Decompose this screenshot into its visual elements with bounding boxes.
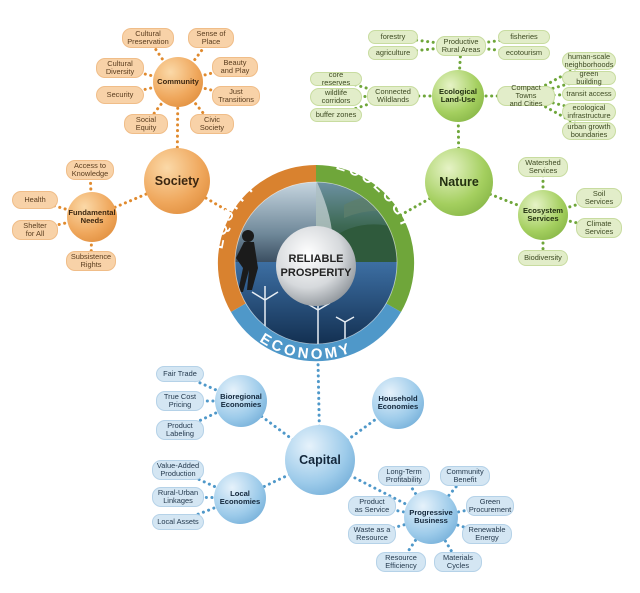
- pill-human-scale-neighborhoods: human-scale neighborhoods: [562, 52, 616, 70]
- community-hub: Community: [153, 57, 203, 107]
- pill-urban-growth-boundaries: urban growth boundaries: [562, 122, 616, 140]
- pill-ecotourism: ecotourism: [498, 46, 550, 60]
- pill-long-term-profitability: Long-Term Profitability: [378, 466, 430, 486]
- pill-climate-services: Climate Services: [576, 218, 622, 238]
- pill-core-reserves: core reserves: [310, 71, 362, 87]
- connector-pill-connected-wildlands-to-pill-wildlife-corridors: [334, 94, 395, 99]
- pill-cultural-diversity: Cultural Diversity: [96, 58, 144, 78]
- local-economies-hub: Local Economies: [214, 472, 266, 524]
- pill-local-assets: Local Assets: [152, 514, 204, 530]
- connector-capital-hub-to-progressive-business-hub: [318, 458, 433, 519]
- pill-ecological-infrastructure: ecological infrastructure: [562, 103, 616, 121]
- pill-just-transitions: Just Transitions: [212, 86, 260, 106]
- pill-waste-as-a-resource: Waste as a Resource: [348, 524, 396, 544]
- pill-green-procurement: Green Procurement: [466, 496, 514, 516]
- bioregional-economies-hub: Bioregional Economies: [215, 375, 267, 427]
- center-sphere: [276, 226, 356, 306]
- capital-hub: Capital: [285, 425, 355, 495]
- pill-resource-efficiency: Resource Efficiency: [376, 552, 426, 572]
- pill-sense-of-place: Sense of Place: [188, 28, 234, 48]
- pill-compact-towns-and-cities: Compact Towns and Cities: [497, 84, 555, 108]
- pill-security: Security: [96, 86, 144, 104]
- pill-soil-services: Soil Services: [576, 188, 622, 208]
- pill-agriculture: agriculture: [368, 46, 418, 60]
- pill-green-building: green building: [562, 70, 616, 86]
- pill-beauty-and-play: Beauty and Play: [212, 57, 258, 77]
- connector-ecosystem-services-hub-to-pill-climate-services: [541, 213, 601, 230]
- pill-access-to-knowledge: Access to Knowledge: [66, 160, 114, 180]
- progressive-business-hub: Progressive Business: [404, 490, 458, 544]
- pill-social-equity: Social Equity: [124, 114, 168, 134]
- fundamental-needs-hub: Fundamental Needs: [67, 192, 117, 242]
- pill-rural-urban-linkages: Rural-Urban Linkages: [152, 487, 204, 507]
- pill-transit-access: transit access: [562, 87, 616, 101]
- pill-buffer-zones: buffer zones: [310, 108, 362, 122]
- pill-civic-society: Civic Society: [190, 114, 234, 134]
- pill-materials-cycles: Materials Cycles: [434, 552, 482, 572]
- ecosystem-services-hub: Ecosystem Services: [518, 190, 568, 240]
- pill-connected-wildlands: Connected Wildlands: [367, 86, 419, 106]
- center-title-line1: RELIABLE: [289, 253, 344, 265]
- connector-nature-hub-to-ecosystem-services-hub: [457, 180, 545, 217]
- center-title-line2: PROSPERITY: [281, 267, 353, 279]
- pill-health: Health: [12, 191, 58, 209]
- society-hub: Society: [144, 148, 210, 214]
- pill-shelter-for-all: Shelter for All: [12, 220, 58, 240]
- nature-hub: Nature: [425, 148, 493, 216]
- household-economies-hub: Household Economies: [372, 377, 424, 429]
- pill-product-as-service: Product as Service: [348, 496, 396, 516]
- ecological-land-use-hub: Ecological Land-Use: [432, 70, 484, 122]
- pill-subsistence-rights: Subsistence Rights: [66, 251, 116, 271]
- pill-wildlife-corridors: wildlife corridors: [310, 88, 362, 106]
- pill-fair-trade: Fair Trade: [156, 366, 204, 382]
- pill-watershed-services: Watershed Services: [518, 157, 568, 177]
- pill-biodiversity: Biodiversity: [518, 250, 568, 266]
- pill-cultural-preservation: Cultural Preservation: [122, 28, 174, 48]
- pill-productive-rural-areas: Productive Rural Areas: [436, 36, 486, 56]
- pill-forestry: forestry: [368, 30, 418, 44]
- pill-community-benefit: Community Benefit: [440, 466, 490, 486]
- pill-true-cost-pricing: True Cost Pricing: [156, 391, 204, 411]
- pill-value-added-production: Value-Added Production: [152, 460, 204, 480]
- pill-renewable-energy: Renewable Energy: [462, 524, 512, 544]
- central-ring: EQUITY ECOLOGY ECONOMY RELIABLE PROSPERI…: [210, 156, 415, 363]
- pill-product-labeling: Product Labeling: [156, 420, 204, 440]
- pill-fisheries: fisheries: [498, 30, 550, 44]
